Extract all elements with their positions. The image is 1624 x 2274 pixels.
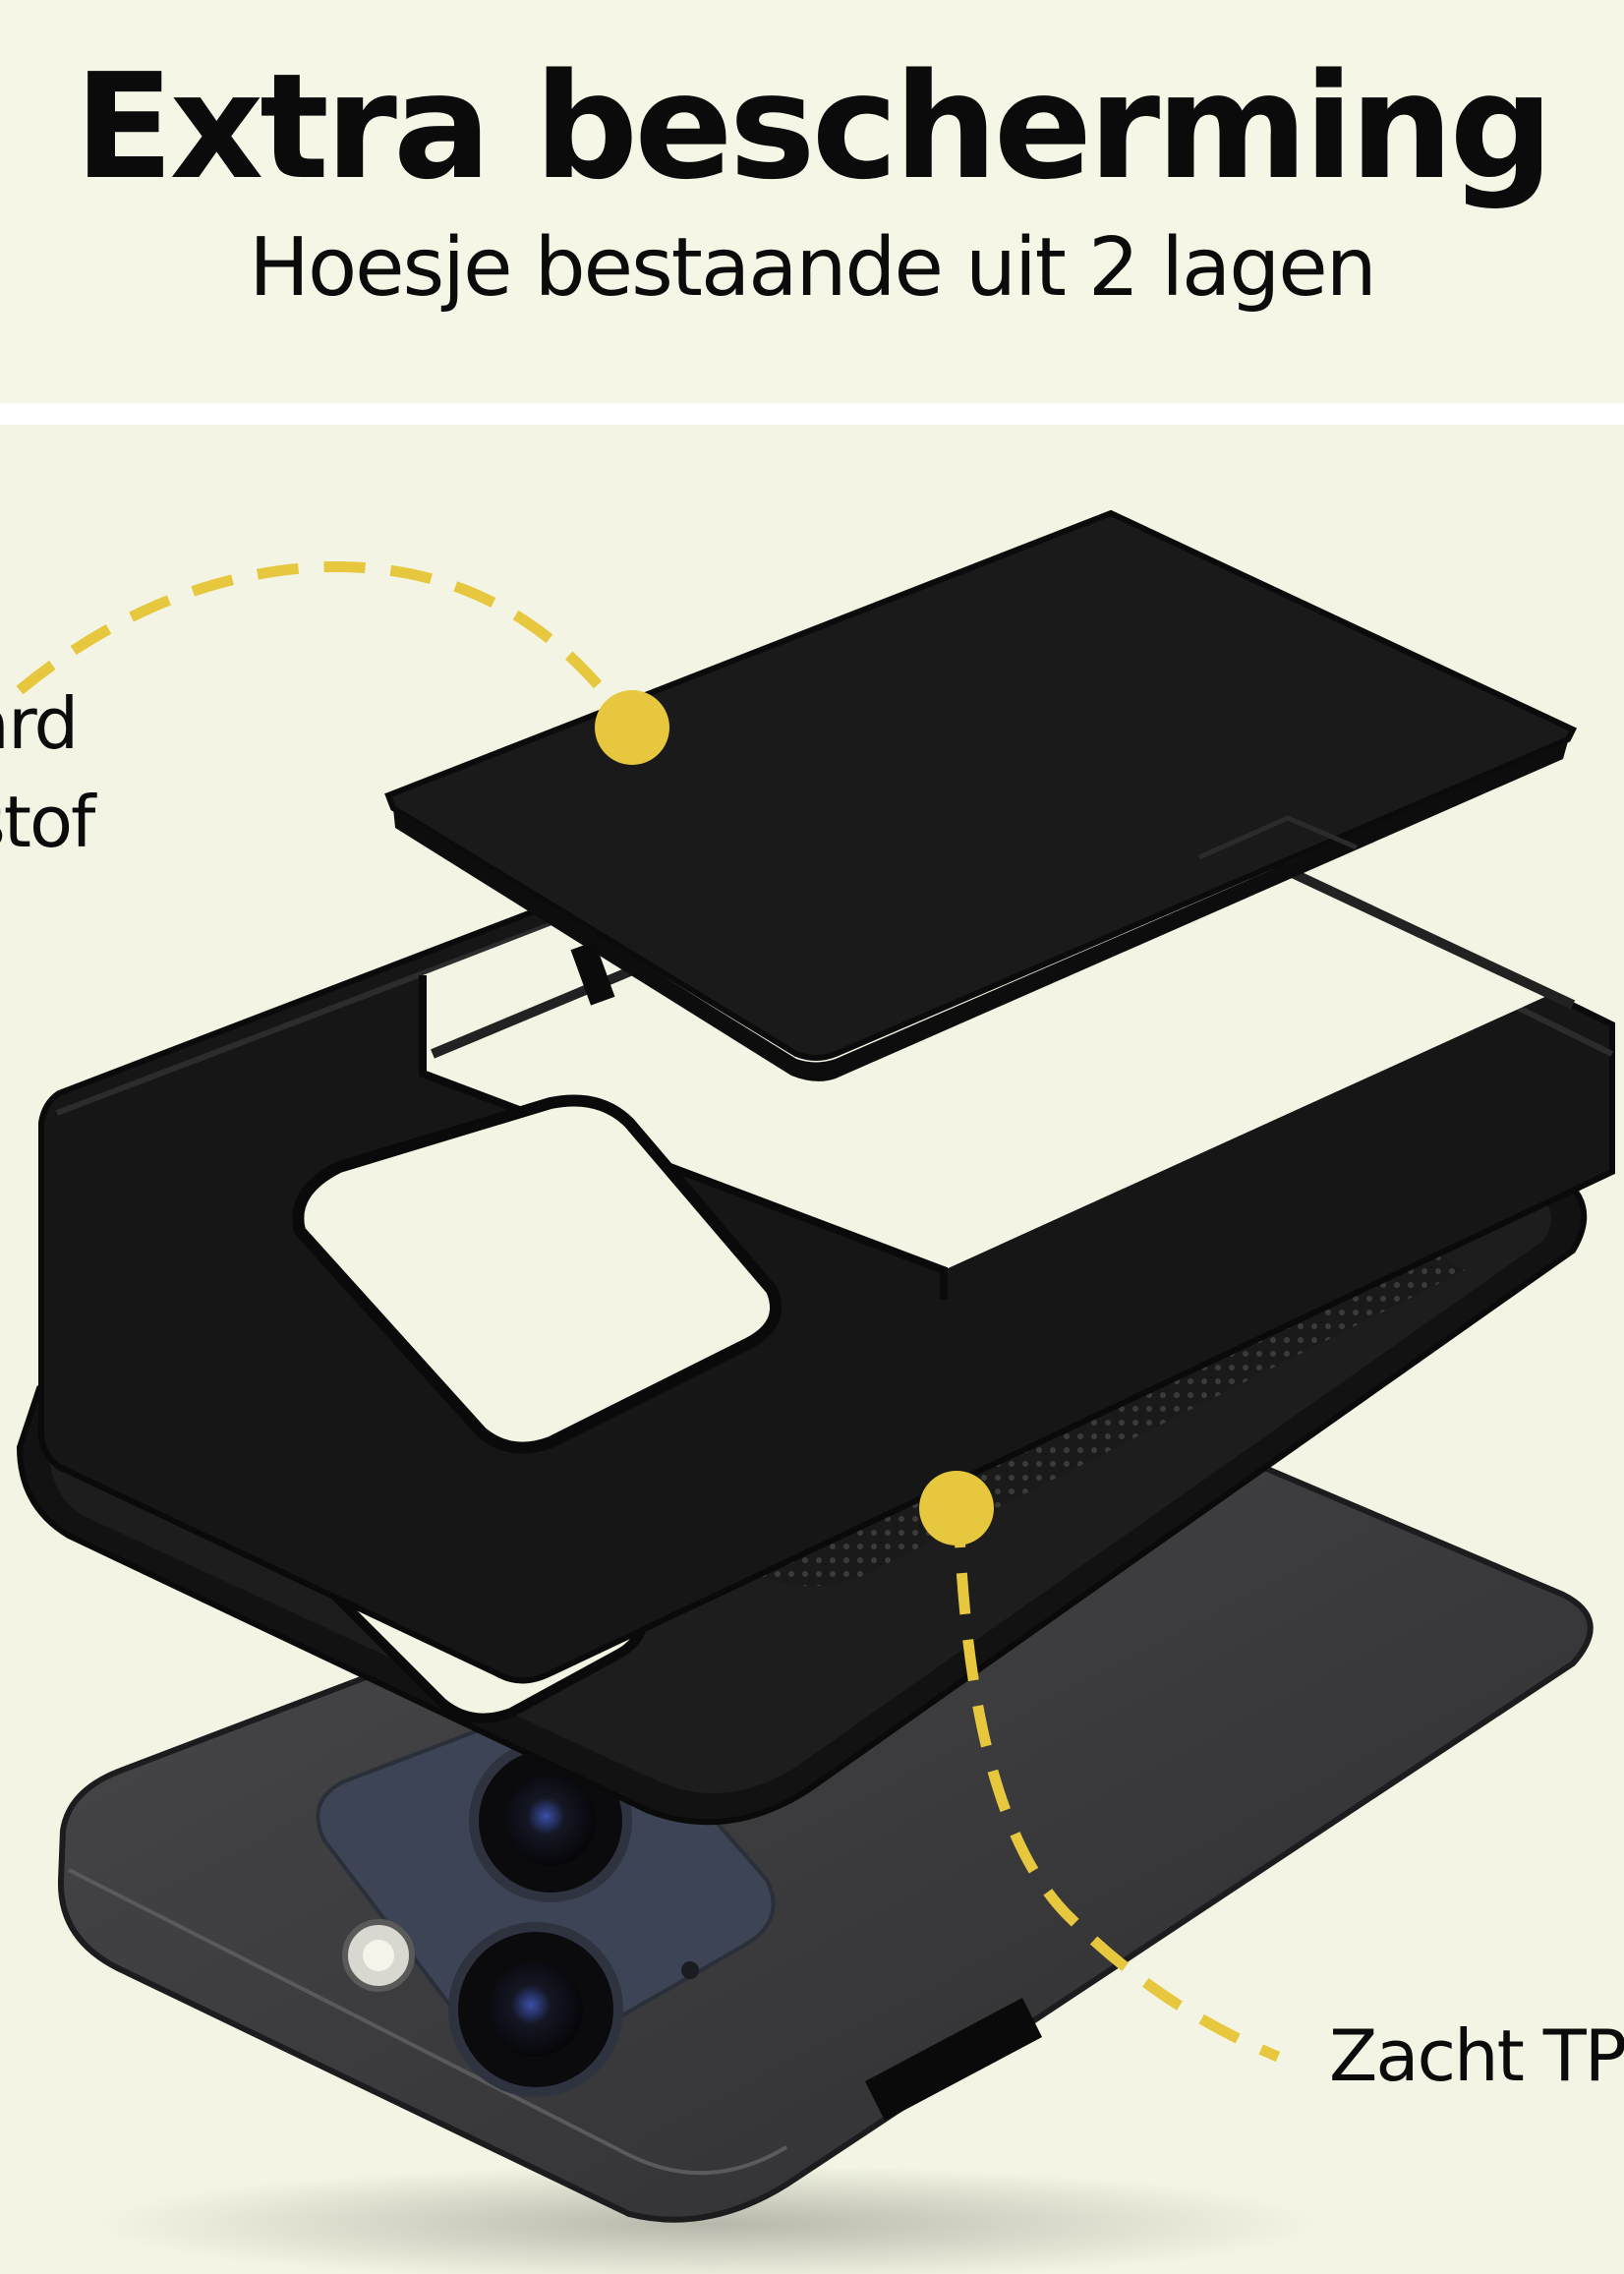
exploded-case-svg bbox=[16, 509, 1615, 2274]
header: Extra bescherming Hoesje bestaande uit 2… bbox=[0, 0, 1624, 403]
callout-label-hard-line2: tstof bbox=[0, 781, 95, 863]
callout-line-soft bbox=[953, 1505, 1281, 2063]
camera-mic bbox=[681, 1961, 699, 1979]
card-slide-lid bbox=[384, 509, 1578, 1081]
product-illustration: ard tstof Zacht TP bbox=[0, 425, 1624, 2274]
callout-label-hard-line1: ard bbox=[0, 682, 79, 765]
yellow-dot-marker-soft bbox=[919, 1471, 994, 1545]
frame-camera-cutout bbox=[292, 1094, 782, 1454]
callout-label-soft: Zacht TP bbox=[1329, 2014, 1624, 2097]
callout-line-hard bbox=[16, 560, 634, 729]
yellow-dot-marker-hard bbox=[595, 690, 669, 765]
page-title: Extra bescherming bbox=[74, 42, 1554, 211]
page-subtitle: Hoesje bestaande uit 2 lagen bbox=[249, 221, 1376, 315]
header-divider bbox=[0, 403, 1624, 425]
